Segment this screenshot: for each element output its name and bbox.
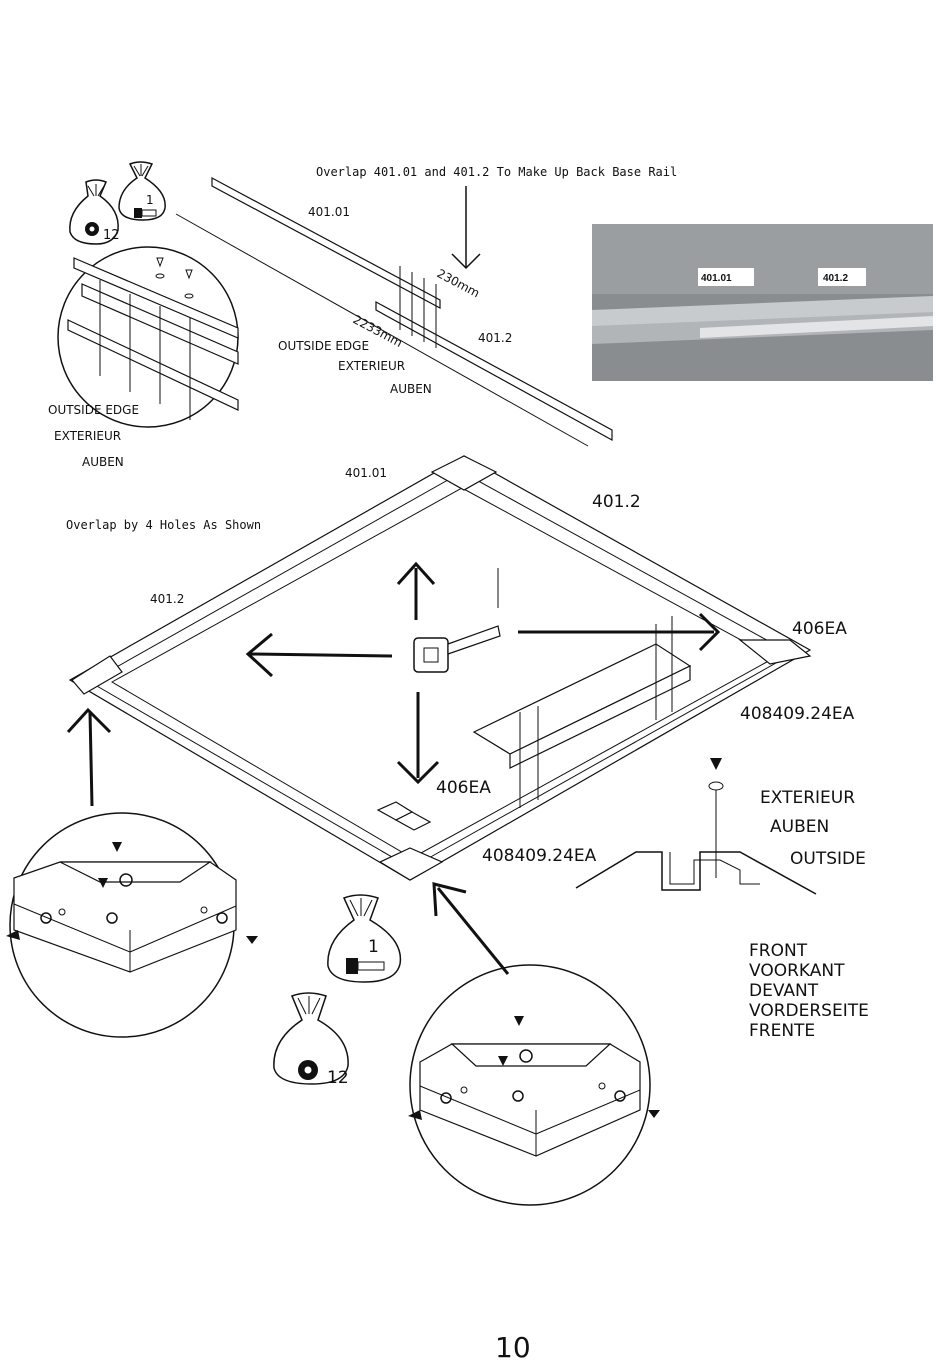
corner-bracket-icon <box>376 801 432 831</box>
profile-line3: OUTSIDE <box>790 849 866 869</box>
washer-icon <box>708 781 724 791</box>
profile-line2: AUBEN <box>770 817 829 837</box>
bag-washer-count-mid: 12 <box>327 1068 349 1088</box>
instruction-top: Overlap 401.01 and 401.2 To Make Up Back… <box>316 165 677 179</box>
arrow-icon <box>245 561 721 785</box>
down-arrow-icon <box>451 186 481 270</box>
label-401-2-frame-left: 401.2 <box>150 592 184 606</box>
support-channel <box>472 568 692 808</box>
detail-edge-line1: OUTSIDE EDGE <box>48 403 139 417</box>
profile-section <box>575 758 817 895</box>
photo-tag-401-01: 401.01 <box>701 273 732 284</box>
dimension-overlap: 230mm <box>435 266 482 300</box>
screw-icon <box>710 758 722 770</box>
detail-circle-left-corner <box>6 812 258 1038</box>
bag-screw-icon: 1 <box>327 894 402 983</box>
bag-screw-count-mid: 1 <box>368 937 379 957</box>
photo-tag-401-2: 401.2 <box>823 273 848 284</box>
top-edge-line2: EXTERIEUR <box>338 359 405 373</box>
label-401-2-frame-right: 401.2 <box>592 492 641 512</box>
bag-washer-icon: 12 <box>69 179 120 245</box>
label-406ea-right: 406EA <box>792 619 847 639</box>
front-label-4: FRENTE <box>749 1021 815 1041</box>
label-408409-front: 408409.24EA <box>482 846 597 866</box>
front-label-1: VOORKANT <box>749 961 845 981</box>
top-edge-line3: AUBEN <box>390 382 432 396</box>
bag-screw-icon: 1 <box>118 161 166 221</box>
detail-circle-overlap <box>57 246 239 428</box>
label-401-01-top: 401.01 <box>308 205 350 219</box>
back-rail-drawing <box>175 176 613 447</box>
detail-circle-right-corner <box>408 964 660 1206</box>
label-401-01-frame: 401.01 <box>345 466 387 480</box>
front-label-3: VORDERSEITE <box>749 1001 869 1021</box>
bag-washer-icon: 12 <box>273 992 349 1088</box>
base-frame <box>68 455 812 881</box>
detail-edge-line2: EXTERIEUR <box>54 429 121 443</box>
label-406ea-front: 406EA <box>436 778 491 798</box>
photo-overlap: 401.01 401.2 <box>592 224 933 381</box>
page-number: 10 <box>495 1331 531 1364</box>
front-label-2: DEVANT <box>749 981 819 1001</box>
arrow-icon <box>66 707 510 975</box>
top-edge-line1: OUTSIDE EDGE <box>278 339 369 353</box>
front-label-0: FRONT <box>749 941 808 961</box>
detail-edge-line3: AUBEN <box>82 455 124 469</box>
profile-line1: EXTERIEUR <box>760 788 855 808</box>
tape-measure-icon <box>413 625 501 673</box>
bag-washer-count-top: 12 <box>103 228 120 243</box>
bag-screw-count-top: 1 <box>146 193 154 207</box>
label-408409-right: 408409.24EA <box>740 704 855 724</box>
label-401-2-top: 401.2 <box>478 331 512 345</box>
instruction-mid: Overlap by 4 Holes As Shown <box>66 518 261 532</box>
